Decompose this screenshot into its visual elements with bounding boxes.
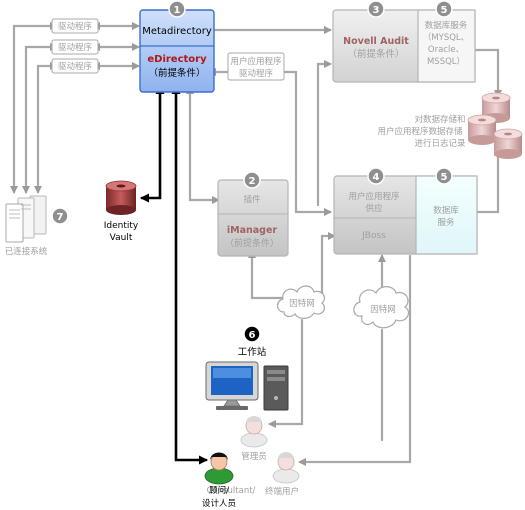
- driver-1[interactable]: 驱动程序: [51, 18, 99, 34]
- badge-6: [243, 325, 261, 343]
- imanager-plugin: 插件: [243, 194, 261, 205]
- badge-3-label: 3: [373, 5, 380, 16]
- db-service-top-line2: （MYSQL、: [423, 32, 469, 43]
- badge-2-label: 2: [249, 176, 256, 187]
- identity-vault-line2: Vault: [110, 233, 133, 243]
- consultant-line3: 设计人员: [202, 498, 236, 509]
- storage-note-line2: 用户应用程序数据存储: [377, 126, 463, 137]
- driver-3-label: 驱动程序: [58, 61, 93, 72]
- db-service-bottom-line2: 服务: [437, 217, 455, 228]
- cylinder-2: [467, 114, 497, 145]
- storage-cylinders: [467, 92, 523, 159]
- metadirectory-title: Metadirectory: [142, 26, 212, 37]
- driver-3[interactable]: 驱动程序: [51, 58, 99, 74]
- connector-imanager-internet: [248, 250, 284, 300]
- admin-person[interactable]: [240, 416, 268, 448]
- jboss-label: JBoss: [361, 231, 386, 241]
- user-app-provider-line1: 用户应用程序: [348, 191, 400, 202]
- connector-db-storage: [475, 148, 502, 214]
- badge-6-label: 6: [249, 330, 256, 341]
- connector-meta-imanager: [186, 86, 220, 204]
- connectors: [10, 22, 502, 466]
- internet-right-label: 因特网: [370, 304, 396, 315]
- badge-5-top: [435, 0, 453, 18]
- connector-userapp-audit: [316, 60, 332, 207]
- workstation-label: 工作站: [238, 346, 267, 358]
- connector-audit-storage: [473, 48, 502, 98]
- user-app-driver[interactable]: 用户应用程序 驱动程序: [227, 52, 285, 81]
- db-service-top-line4: MSSQL）: [427, 56, 465, 67]
- driver-2[interactable]: 驱动程序: [51, 39, 99, 55]
- edirectory-label: eDirectory: [147, 54, 207, 65]
- imanager-title: iManager: [227, 225, 278, 236]
- badge-1: [168, 0, 186, 18]
- cylinder-3: [493, 128, 523, 159]
- internet-cloud-right: [353, 286, 409, 329]
- badge-4: [367, 167, 385, 185]
- connector-driver1-systems: [10, 22, 58, 194]
- badge-3: [367, 0, 385, 18]
- driver-2-label: 驱动程序: [58, 42, 93, 53]
- novell-audit-prereq: （前提条件）: [347, 48, 404, 60]
- identity-vault-cylinder[interactable]: [105, 180, 137, 215]
- novell-audit-title: Novell Audit: [343, 36, 409, 47]
- user-app-driver-line2: 驱动程序: [239, 68, 274, 79]
- badge-5-top-label: 5: [441, 5, 448, 16]
- consultant-line1: Consultant/: [207, 486, 256, 496]
- db-service-top-line1: 数据库服务: [425, 20, 468, 31]
- db-service-top-line3: Oracle、: [428, 45, 464, 55]
- connector-internet-userapp: [320, 232, 336, 300]
- admin-label: 管理员: [241, 451, 267, 462]
- end-user-person[interactable]: [272, 452, 300, 484]
- connector-internet-admin: [268, 318, 304, 428]
- metadirectory-prereq: （前提条件）: [148, 67, 205, 79]
- badge-7-label: 7: [57, 212, 64, 223]
- imanager-prereq: （前提条件）: [225, 237, 279, 249]
- db-service-bottom-line1: 数据库: [433, 205, 459, 216]
- connector-userapp-enduser: [298, 254, 412, 466]
- identity-vault-line1: Identity: [104, 221, 139, 231]
- badge-1-label: 1: [174, 5, 181, 16]
- internet-cloud-left: [276, 285, 326, 319]
- connector-meta-vault: [140, 85, 165, 203]
- novell-audit-box[interactable]: 3 Novell Audit （前提条件） 5 数据库服务 （MYSQL、 Or…: [332, 0, 476, 83]
- workstation-computer[interactable]: [205, 361, 289, 411]
- connector-driver2-systems: [22, 43, 58, 194]
- connected-systems-servers[interactable]: [5, 195, 47, 243]
- badge-5-bottom: [435, 167, 453, 185]
- user-app-provider-line2: 供应: [365, 203, 383, 214]
- connected-systems-label: 已连接系统: [5, 246, 48, 257]
- consultant-line2: 顾问/: [209, 486, 229, 496]
- connector-meta-consultant: [171, 85, 208, 465]
- badge-4-label: 4: [373, 172, 380, 183]
- storage-note-line3: 进行日志记录: [414, 138, 466, 149]
- connector-driver3-systems: [34, 62, 58, 194]
- driver-1-label: 驱动程序: [58, 21, 93, 32]
- badge-2: [243, 171, 261, 189]
- storage-note-line1: 对数据存储和: [414, 114, 465, 125]
- imanager-box[interactable]: 2 插件 iManager （前提条件）: [217, 171, 289, 257]
- metadirectory-box[interactable]: 1 Metadirectory eDirectory （前提条件）: [139, 0, 215, 93]
- badge-5-bottom-label: 5: [441, 172, 448, 183]
- user-app-provider-box[interactable]: 4 用户应用程序 供应 JBoss 5 数据库 服务: [333, 167, 478, 255]
- end-user-label: 终端用户: [265, 486, 299, 497]
- consultant-person[interactable]: [204, 452, 234, 485]
- internet-left-label: 因特网: [289, 298, 315, 309]
- badge-7: [51, 207, 69, 225]
- user-app-driver-line1: 用户应用程序: [230, 56, 282, 67]
